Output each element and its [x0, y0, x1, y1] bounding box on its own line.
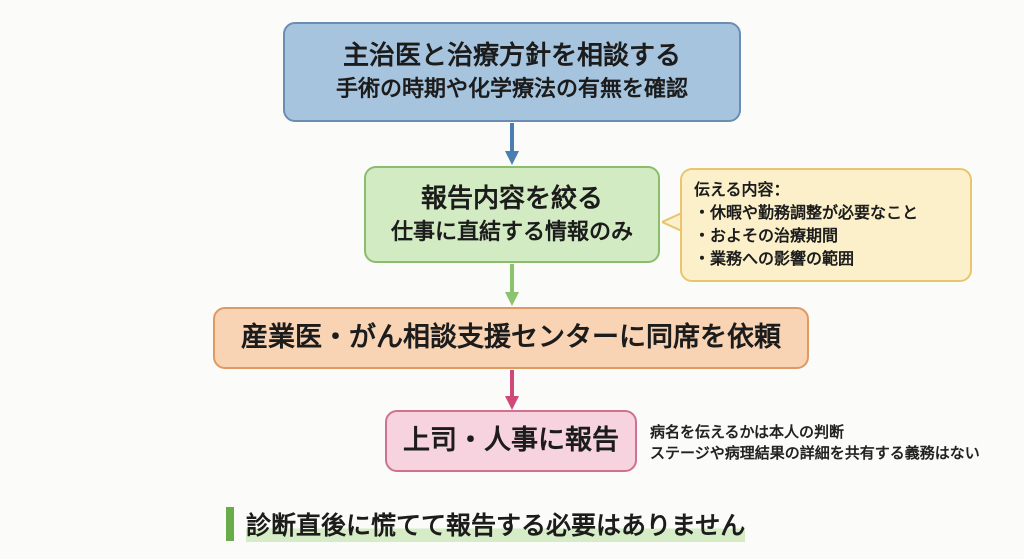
arrow-down-1 [505, 123, 519, 165]
footer-message: 診断直後に慌てて報告する必要はありません [226, 506, 746, 542]
side-note-line-2: ステージや病理結果の詳細を共有する義務はない [650, 444, 980, 462]
callout-box: 伝える内容： ・休暇や勤務調整が必要なこと ・およその治療期間 ・業務への影響の… [680, 168, 972, 282]
callout-title: 伝える内容： [694, 180, 790, 199]
callout-item: ・およその治療期間 [694, 226, 839, 245]
arrow-down-3 [505, 370, 519, 410]
footer-text: 診断直後に慌てて報告する必要はありません [246, 506, 746, 542]
step-1-box: 主治医と治療方針を相談する 手術の時期や化学療法の有無を確認 [283, 22, 741, 122]
side-note: 病名を伝えるかは本人の判断 ステージや病理結果の詳細を共有する義務はない [650, 422, 1020, 464]
step-3-box: 産業医・がん相談支援センターに同席を依頼 [213, 307, 809, 369]
step-4-title: 上司・人事に報告 [403, 425, 619, 456]
arrow-down-2 [505, 264, 519, 306]
step-1-title: 主治医と治療方針を相談する [342, 41, 681, 71]
step-2-subtitle: 仕事に直結する情報のみ [390, 219, 633, 245]
step-2-title: 報告内容を絞る [420, 183, 603, 214]
step-1-subtitle: 手術の時期や化学療法の有無を確認 [335, 77, 688, 102]
step-3-title: 産業医・がん相談支援センターに同席を依頼 [241, 322, 781, 353]
side-note-line-1: 病名を伝えるかは本人の判断 [650, 423, 844, 441]
callout-item: ・業務への影響の範囲 [694, 249, 855, 268]
callout-item: ・休暇や勤務調整が必要なこと [694, 203, 919, 222]
step-4-box: 上司・人事に報告 [385, 410, 637, 472]
footer-accent-bar [226, 507, 234, 541]
step-2-box: 報告内容を絞る 仕事に直結する情報のみ [364, 166, 660, 263]
